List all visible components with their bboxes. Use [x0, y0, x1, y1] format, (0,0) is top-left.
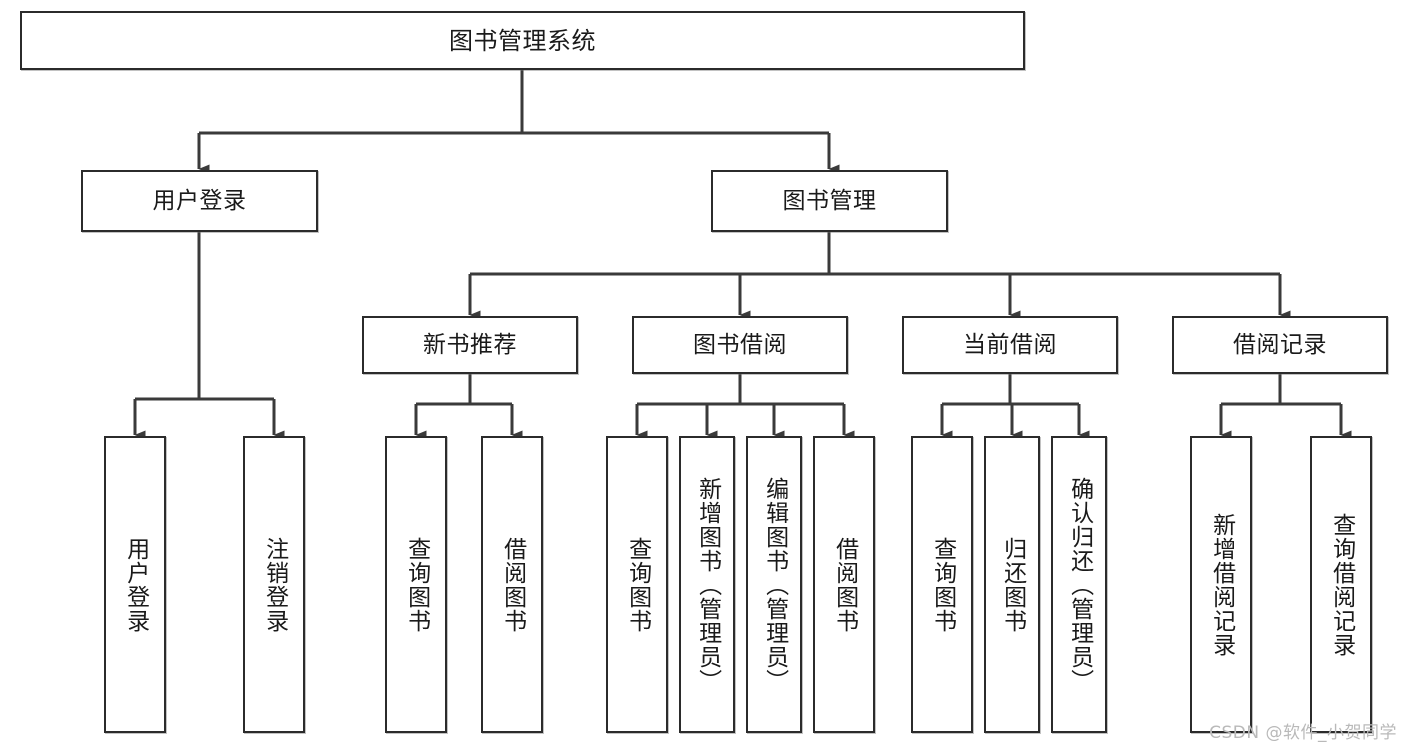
- node-label: 查询借阅记录: [1328, 512, 1355, 657]
- node-current-borrow[interactable]: 当前借阅: [902, 316, 1118, 374]
- node-label: 新增图书（管理员）: [694, 476, 721, 693]
- node-leaf-add-book[interactable]: 新增图书（管理员）: [679, 436, 735, 733]
- node-leaf-query-borrow-record[interactable]: 查询借阅记录: [1310, 436, 1372, 733]
- node-label: 新增借阅记录: [1208, 512, 1235, 657]
- node-label: 用户登录: [152, 187, 247, 214]
- node-label: 查询图书: [929, 536, 956, 633]
- node-borrow-record[interactable]: 借阅记录: [1172, 316, 1388, 374]
- node-label: 注销登录: [261, 536, 288, 633]
- node-label: 用户登录: [122, 536, 149, 633]
- node-label: 编辑图书（管理员）: [761, 476, 788, 693]
- node-label: 归还图书: [999, 536, 1026, 633]
- node-label: 图书借阅: [693, 331, 787, 358]
- node-leaf-add-borrow-record[interactable]: 新增借阅记录: [1190, 436, 1252, 733]
- node-label: 查询图书: [403, 536, 430, 633]
- node-leaf-query-book-1[interactable]: 查询图书: [385, 436, 447, 733]
- node-book-management[interactable]: 图书管理: [711, 170, 948, 232]
- node-book-borrow[interactable]: 图书借阅: [632, 316, 848, 374]
- node-leaf-query-book-2[interactable]: 查询图书: [606, 436, 668, 733]
- node-label: 借阅记录: [1233, 331, 1327, 358]
- node-label: 借阅图书: [499, 536, 526, 633]
- node-label: 图书管理: [782, 187, 877, 214]
- node-new-book-recommend[interactable]: 新书推荐: [362, 316, 578, 374]
- node-leaf-edit-book[interactable]: 编辑图书（管理员）: [746, 436, 802, 733]
- node-leaf-logout[interactable]: 注销登录: [243, 436, 305, 733]
- node-leaf-borrow-book-1[interactable]: 借阅图书: [481, 436, 543, 733]
- node-leaf-borrow-book-2[interactable]: 借阅图书: [813, 436, 875, 733]
- node-root[interactable]: 图书管理系统: [20, 11, 1025, 70]
- node-leaf-query-book-3[interactable]: 查询图书: [911, 436, 973, 733]
- node-label: 查询图书: [624, 536, 651, 633]
- node-user-login[interactable]: 用户登录: [81, 170, 318, 232]
- node-label: 新书推荐: [423, 331, 517, 358]
- node-leaf-return-book[interactable]: 归还图书: [984, 436, 1040, 733]
- node-leaf-confirm-return[interactable]: 确认归还（管理员）: [1051, 436, 1107, 733]
- node-label: 借阅图书: [831, 536, 858, 633]
- node-leaf-user-login[interactable]: 用户登录: [104, 436, 166, 733]
- node-label: 图书管理系统: [449, 26, 596, 55]
- node-label: 确认归还（管理员）: [1066, 476, 1093, 693]
- node-label: 当前借阅: [963, 331, 1057, 358]
